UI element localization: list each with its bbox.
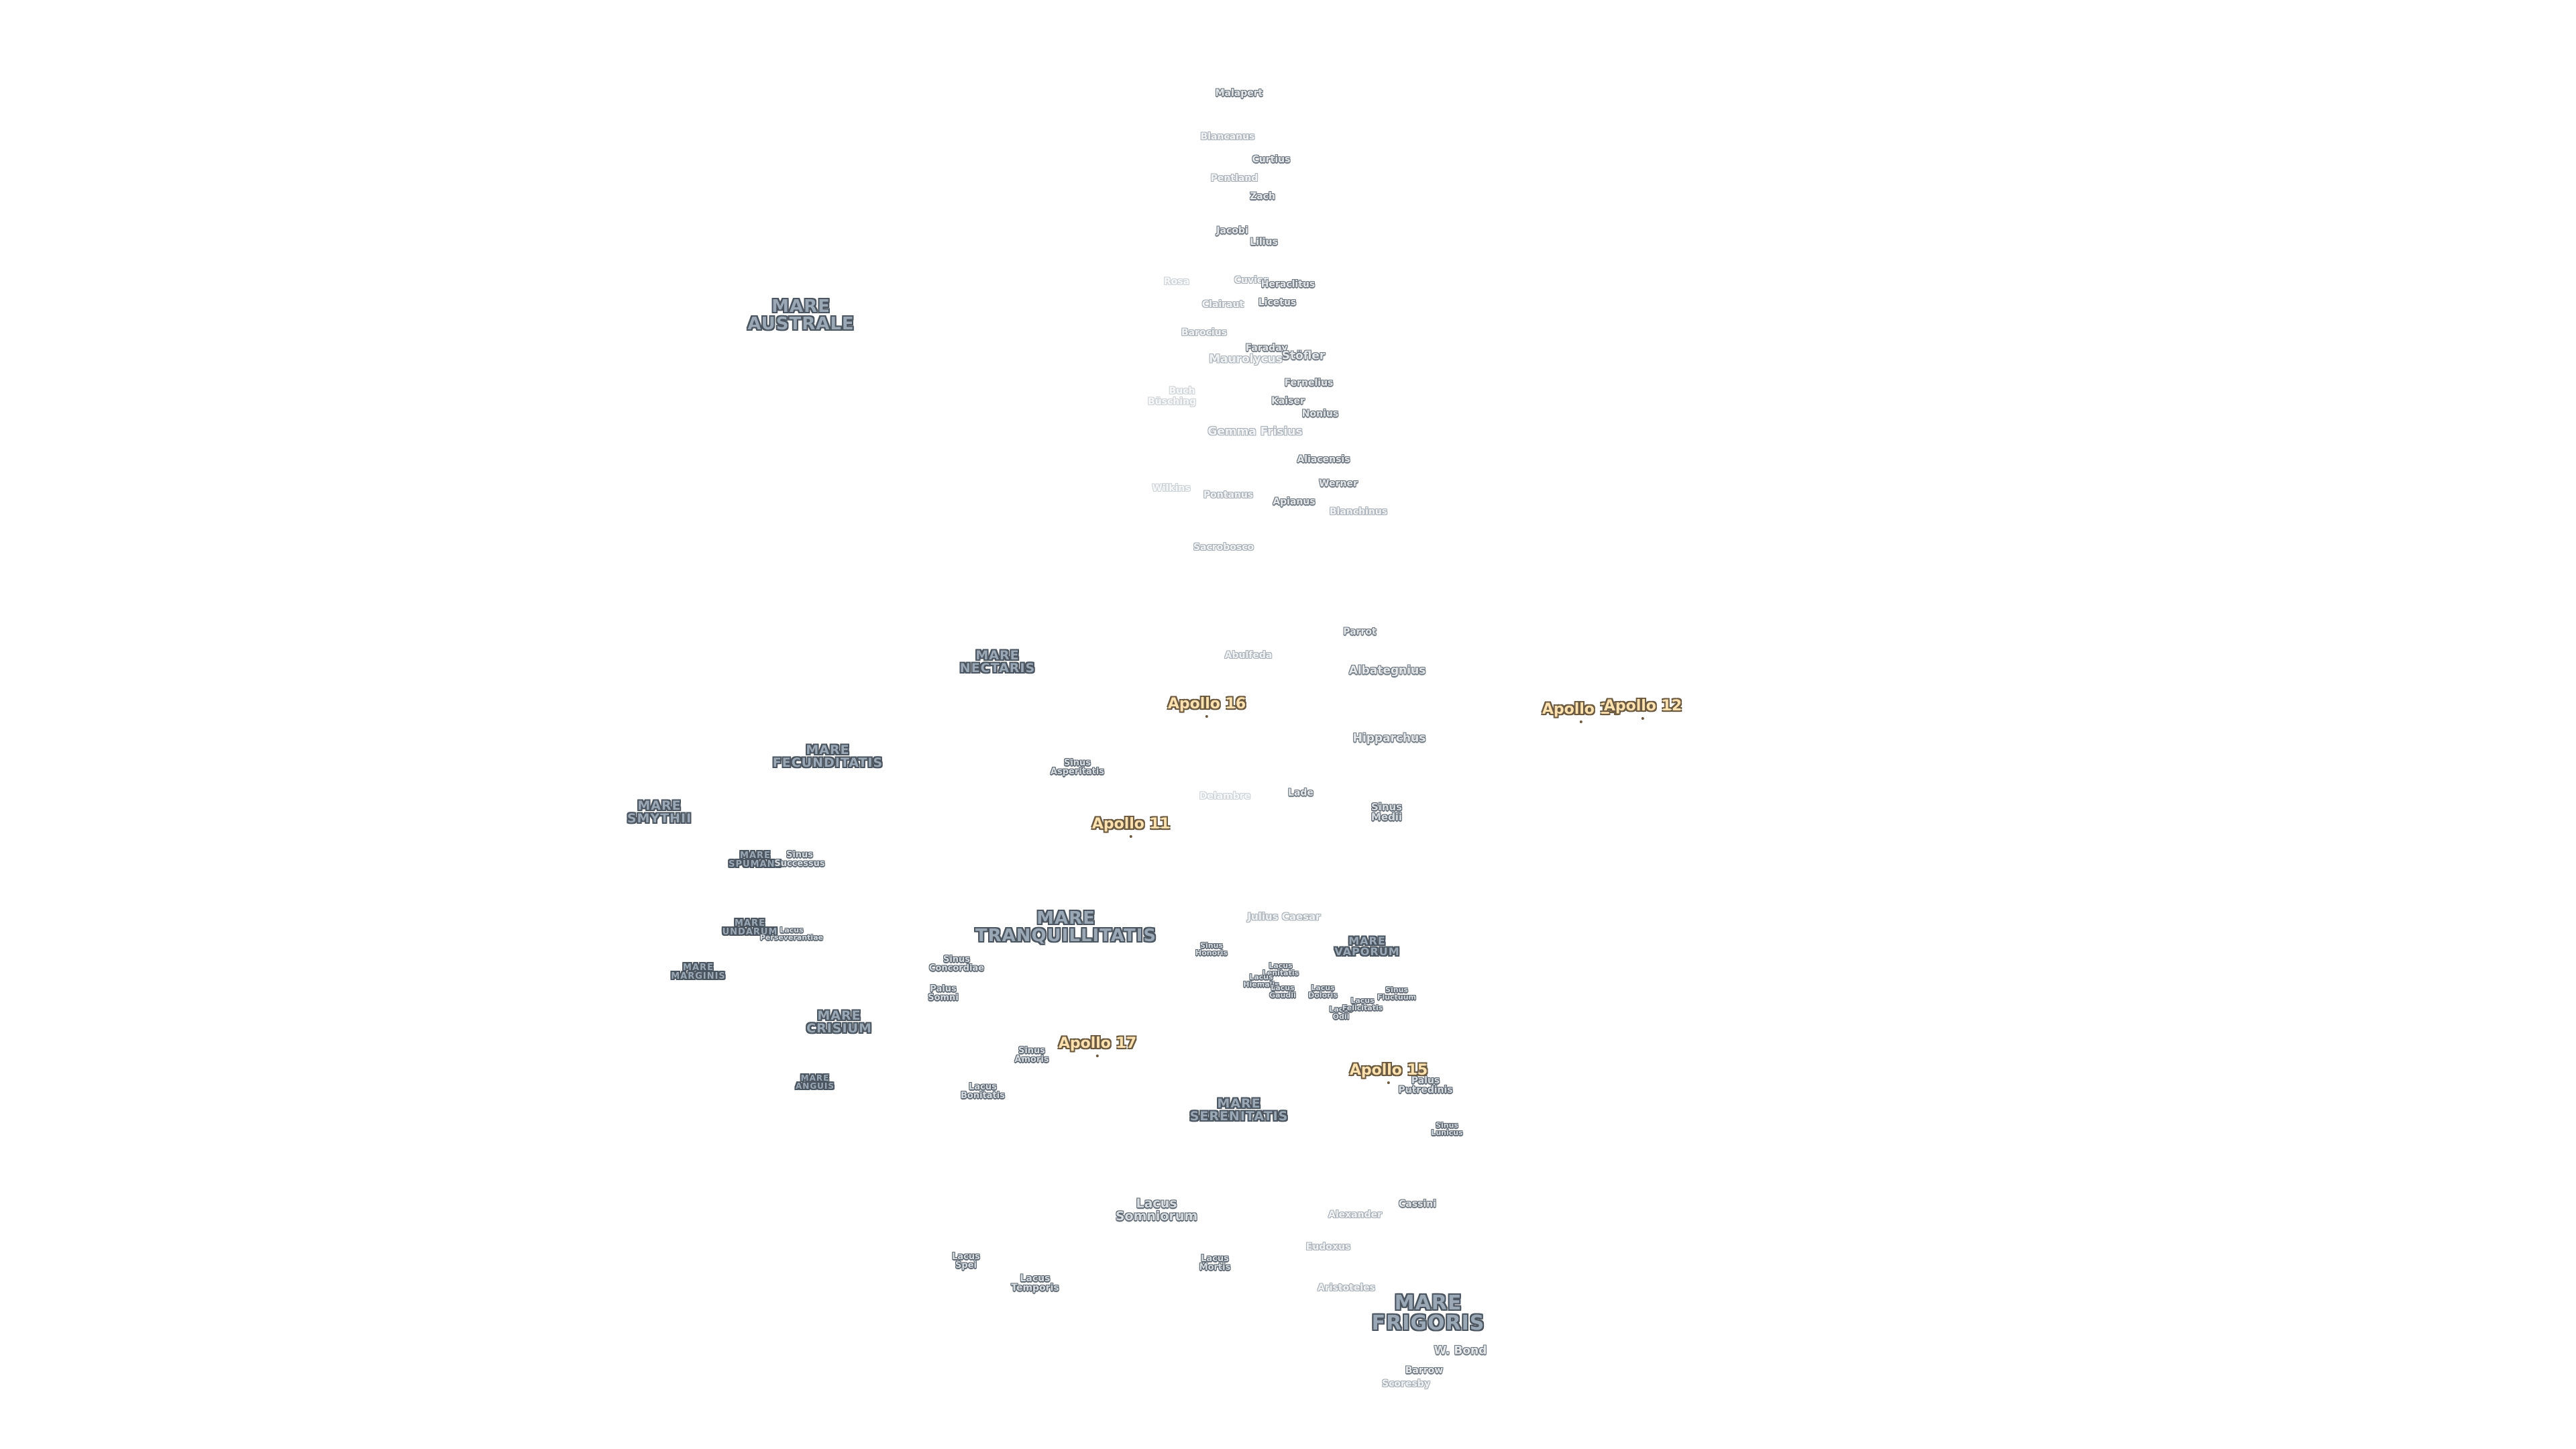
mare-label-marginis: MARE MARGINIS — [671, 963, 726, 981]
crater-label-faraday: Faraday — [1245, 343, 1288, 354]
lacus-label-bonitatis: Lacus Bonitatis — [961, 1082, 1005, 1101]
crater-label-abulfeda: Abulfeda — [1224, 650, 1273, 661]
mare-label-undarum: MARE UNDARUM — [722, 918, 778, 937]
palus-label-putredinis: Palus Putredinis — [1398, 1075, 1453, 1095]
crater-label-werner: Werner — [1319, 478, 1358, 489]
apollo-label-17: Apollo 17 — [1058, 1035, 1137, 1057]
mare-label-vaporum: MARE VAPORUM — [1334, 934, 1400, 958]
crater-label-sacrobosco: Sacrobosco — [1193, 542, 1254, 553]
crater-label-blanchinus: Blanchinus — [1329, 506, 1388, 517]
lacus-label-somniorum: Lacus Somniorum — [1115, 1196, 1198, 1224]
crater-label-alexander: Alexander — [1328, 1210, 1382, 1220]
crater-label-parrot: Parrot — [1343, 627, 1377, 637]
sinus-label-lunicus: Sinus Lunicus — [1431, 1121, 1463, 1137]
sinus-label-medii: Sinus Medii — [1371, 801, 1403, 823]
mare-label-nectaris: MARE NECTARIS — [959, 648, 1036, 676]
crater-label-rosa: Rosa — [1163, 276, 1190, 287]
crater-label-apianus: Apianus — [1273, 496, 1316, 507]
crater-label-delambre: Delambre — [1199, 791, 1251, 802]
apollo-label-16: Apollo 16 — [1167, 696, 1246, 718]
mare-label-anguis: MARE ANGUIS — [795, 1073, 835, 1091]
crater-label-albategnius: Albategnius — [1348, 663, 1426, 678]
crater-label-buch: Buch — [1169, 386, 1195, 396]
mare-label-australe: MARE AUSTRALE — [747, 297, 855, 334]
crater-label-aristoteles: Aristoteles — [1318, 1283, 1375, 1293]
lacus-label-odii: Lacus Odii — [1329, 1005, 1353, 1021]
crater-label-aliacensis: Aliacensis — [1297, 454, 1350, 465]
lacus-label-temporis: Lacus Temporis — [1011, 1273, 1059, 1293]
crater-label-clairaut: Clairaut — [1201, 299, 1244, 310]
lacus-label-mortis: Lacus Mortis — [1199, 1254, 1231, 1273]
crater-label-maurolycus: Maurolycus — [1209, 352, 1283, 366]
mare-label-fecunditatis: MARE FECUNDITATIS — [772, 743, 883, 770]
crater-label-heraclitus: Heraclitus — [1260, 279, 1316, 290]
sinus-label-successus: Sinus Successus — [774, 850, 825, 869]
lacus-label-felicitatis: Lacus Felicitatis — [1342, 996, 1383, 1012]
crater-label-lilius: Lilius — [1250, 237, 1278, 248]
mare-label-tranquillitatis: MARE TRANQUILLITATIS — [975, 908, 1157, 946]
crater-label-julius-caesar: Julius Caesar — [1247, 910, 1321, 923]
lacus-label-hiemalis: Lacus Hiemalis — [1243, 973, 1279, 989]
crater-label-stoefler: Stöfler — [1281, 349, 1326, 363]
crater-label-kaiser: Kaiser — [1271, 396, 1305, 407]
lacus-label-spei: Lacus Spei — [952, 1252, 980, 1271]
apollo-label-12: Apollo 12 — [1603, 698, 1682, 720]
lacus-label-doloris: Lacus Doloris — [1308, 983, 1338, 1000]
crater-label-eudoxus: Eudoxus — [1305, 1242, 1351, 1252]
crater-label-wilkins: Wilkins — [1152, 483, 1191, 494]
mare-label-smythii: MARE SMYTHII — [627, 798, 692, 826]
crater-label-pontanus: Pontanus — [1203, 490, 1254, 500]
sinus-label-honoris: Sinus Honoris — [1195, 941, 1228, 957]
crater-label-blancanus: Blancanus — [1200, 131, 1255, 142]
crater-label-cassini: Cassini — [1399, 1199, 1436, 1210]
crater-label-nonius: Nonius — [1301, 409, 1339, 419]
apollo-label-11: Apollo 11 — [1091, 816, 1171, 838]
crater-label-cuvier: Cuvier — [1234, 275, 1269, 286]
palus-label-somni: Palus Somni — [928, 984, 959, 1003]
mare-label-serenitatis: MARE SERENITATIS — [1189, 1096, 1289, 1124]
mare-label-crisium: MARE CRISIUM — [806, 1008, 872, 1036]
lacus-label-gaudii: Lacus Gaudii — [1269, 983, 1296, 1000]
crater-label-pentland: Pentland — [1210, 173, 1258, 184]
crater-label-hipparchus: Hipparchus — [1352, 731, 1426, 745]
crater-label-scoresby: Scoresby — [1382, 1379, 1430, 1389]
apollo-label-15: Apollo 15 — [1349, 1062, 1428, 1084]
crater-label-barrow: Barrow — [1405, 1365, 1444, 1376]
crater-label-malapert: Malapert — [1215, 88, 1263, 99]
crater-label-lade: Lade — [1288, 788, 1313, 798]
crater-label-buesching: Büsching — [1147, 396, 1197, 407]
crater-label-fernelius: Fernelius — [1284, 378, 1334, 388]
lacus-label-perseverantiae: Lacus Perseverantiae — [759, 926, 824, 942]
crater-label-zach: Zach — [1250, 191, 1275, 202]
mare-label-spumans: MARE SPUMANS — [729, 851, 782, 869]
sinus-label-asperitatis: Sinus Asperitatis — [1050, 758, 1105, 777]
crater-label-barocius: Barocius — [1181, 327, 1228, 338]
crater-label-jacobi: Jacobi — [1216, 225, 1248, 236]
crater-label-curtius: Curtius — [1252, 154, 1291, 165]
crater-label-licetus: Licetus — [1258, 297, 1297, 308]
sinus-label-amoris: Sinus Amoris — [1014, 1046, 1049, 1065]
apollo-label-14: Apollo 14 — [1542, 701, 1621, 723]
mare-label-frigoris: MARE FRIGORIS — [1371, 1291, 1485, 1335]
sinus-label-fluctuum: Sinus Fluctuum — [1377, 985, 1417, 1002]
sinus-label-concordiae: Sinus Concordiae — [928, 955, 985, 973]
lacus-label-lenitatis: Lacus Lenitatis — [1262, 961, 1299, 977]
crater-label-gemma-frisius: Gemma Frisius — [1208, 425, 1303, 439]
crater-label-w-bond: W. Bond — [1434, 1344, 1487, 1358]
